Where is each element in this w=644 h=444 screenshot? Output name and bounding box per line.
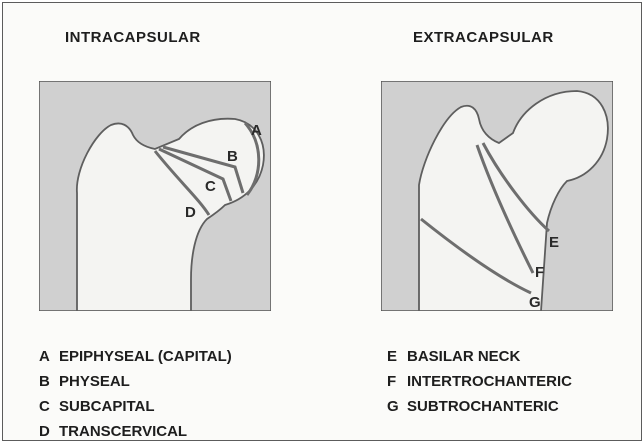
fracture-label-e: E [549,234,559,251]
fracture-label-g: G [529,294,541,311]
legend-text: BASILAR NECK [407,348,520,365]
fracture-label-f: F [535,264,544,281]
fracture-label-b: B [227,148,238,165]
legend-text: TRANSCERVICAL [59,423,187,440]
fracture-label-d: D [185,204,196,221]
extracapsular-femur-diagram: E F G [381,81,613,311]
intracapsular-title: INTRACAPSULAR [65,29,201,46]
intracapsular-femur-diagram: A B C D [39,81,271,311]
legend-key: C [39,394,59,419]
legend-key: G [387,394,407,419]
legend-text: SUBTROCHANTERIC [407,398,559,415]
legend-key: B [39,369,59,394]
legend-key: D [39,419,59,444]
legend-key: E [387,344,407,369]
legend-key: F [387,369,407,394]
extracapsular-title: EXTRACAPSULAR [413,29,554,46]
legend-text: PHYSEAL [59,373,130,390]
fracture-label-a: A [251,122,262,139]
legend-key: A [39,344,59,369]
fracture-label-c: C [205,178,216,195]
legend-text: EPIPHYSEAL (CAPITAL) [59,348,232,365]
legend-text: INTERTROCHANTERIC [407,373,572,390]
legend-text: SUBCAPITAL [59,398,155,415]
